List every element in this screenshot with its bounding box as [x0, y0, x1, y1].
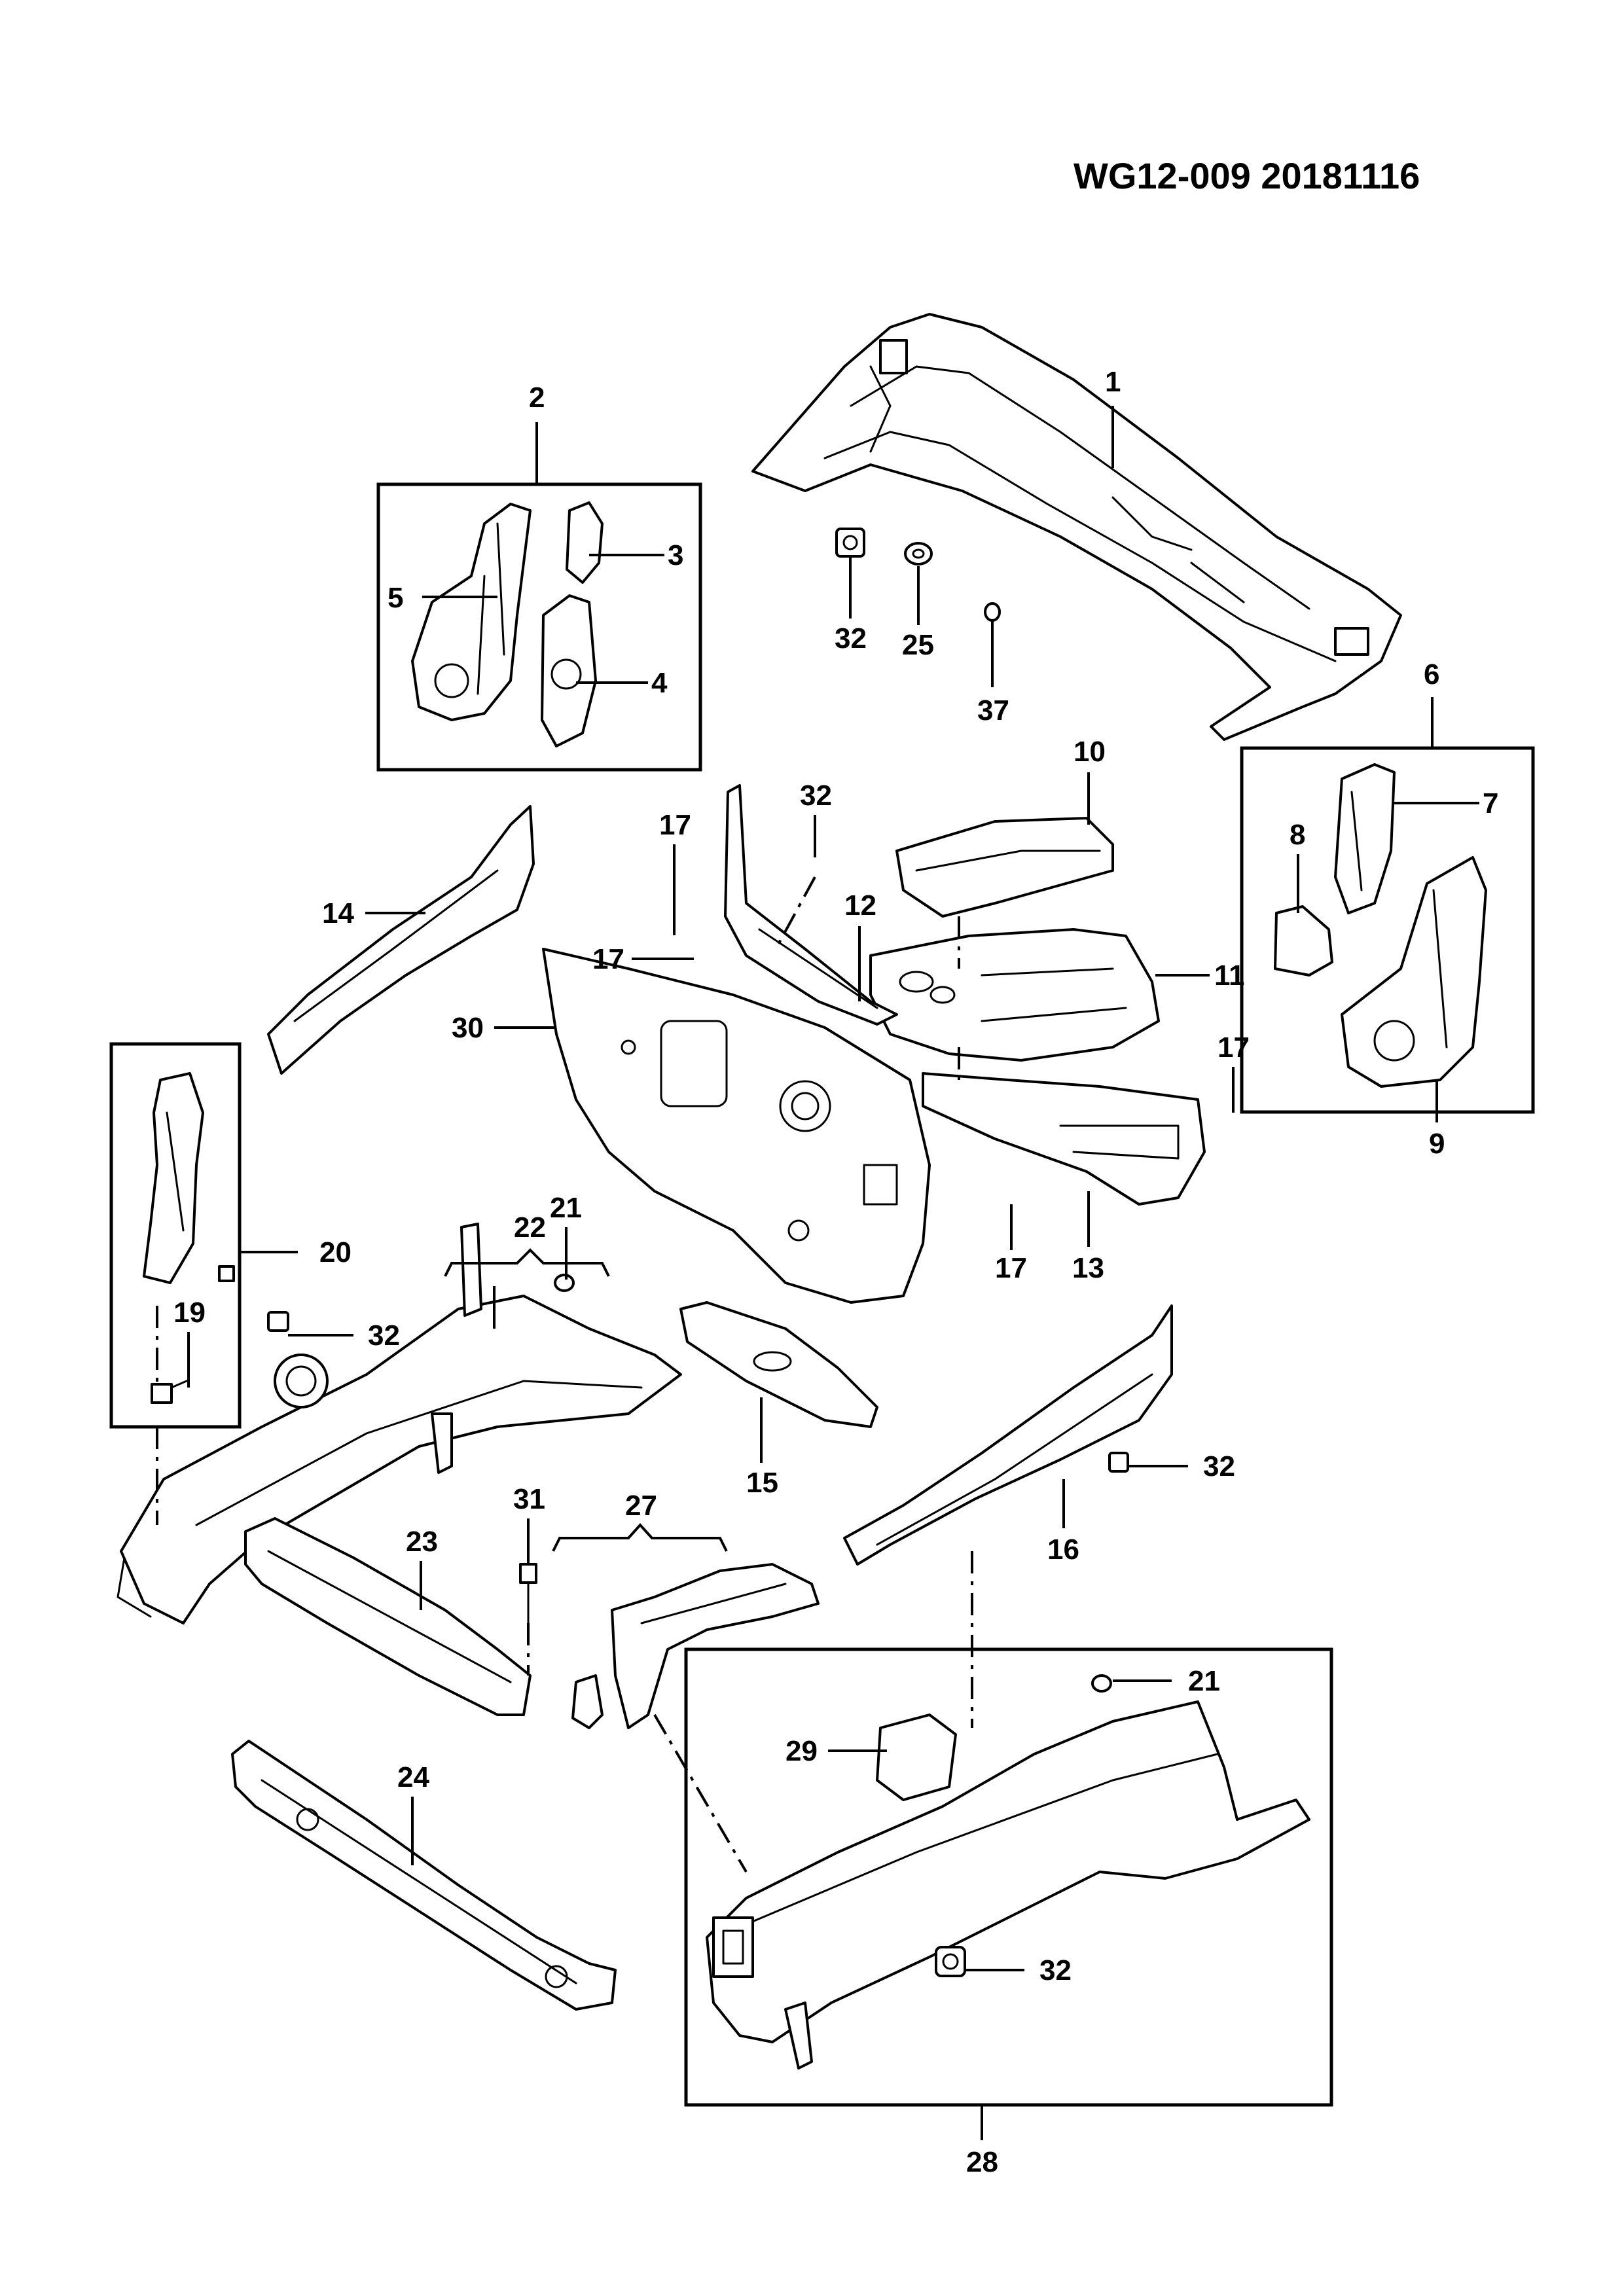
align-line-32-12 — [774, 876, 816, 950]
callout-28: 28 — [966, 2146, 998, 2178]
callout-20: 20 — [319, 1236, 352, 1268]
callout-22: 22 — [514, 1211, 546, 1244]
callout-14: 14 — [322, 897, 354, 929]
callout-32c: 32 — [368, 1319, 400, 1352]
part-10-cross-member — [895, 817, 1114, 918]
part-1-cowl-panel — [751, 313, 1402, 741]
part-19-clip — [151, 1265, 235, 1404]
part-24-lower-cross-member — [231, 1740, 617, 2011]
part-37-plug — [984, 602, 1001, 622]
callout-8: 8 — [1290, 819, 1305, 851]
callout-24: 24 — [397, 1761, 429, 1793]
part-3-bracket — [566, 501, 604, 584]
bracket-22 — [444, 1248, 610, 1277]
part-23-cross-member — [244, 1517, 532, 1716]
callout-15: 15 — [746, 1467, 778, 1499]
group-box-6 — [1240, 746, 1535, 1114]
part-30-dash-panel — [542, 948, 931, 1304]
callout-21b: 21 — [1188, 1665, 1220, 1697]
part-22-side-member-assembly — [117, 1223, 682, 1624]
part-20-bracket — [143, 1072, 204, 1284]
callout-31: 31 — [513, 1483, 545, 1515]
callout-16: 16 — [1047, 1534, 1079, 1566]
part-9-side-panel — [1341, 856, 1487, 1088]
callout-6: 6 — [1424, 658, 1439, 691]
group-box-28 — [684, 1647, 1333, 2107]
part-4-inner-panel — [541, 594, 597, 747]
callout-5: 5 — [388, 582, 403, 614]
part-13-rear-member — [922, 1072, 1206, 1206]
part-29-bracket — [876, 1713, 957, 1801]
diagram-code: WG12-009 20181116 — [1074, 155, 1420, 196]
callout-27: 27 — [625, 1490, 657, 1522]
part-15-reinforcement — [679, 1301, 878, 1428]
part-32-clip-box28 — [935, 1946, 966, 1977]
part-27-bracket-assembly — [571, 1563, 820, 1729]
part-32-clip-top — [835, 528, 865, 558]
part-7-pillar — [1334, 763, 1396, 914]
callout-32d: 32 — [1203, 1450, 1235, 1482]
callout-9: 9 — [1429, 1128, 1445, 1160]
part-28-side-member-right — [706, 1700, 1310, 2070]
part-21-nut-left — [554, 1274, 575, 1292]
callout-3: 3 — [668, 539, 683, 571]
callout-30: 30 — [452, 1012, 484, 1044]
part-25-grommet — [904, 542, 933, 565]
callout-32b: 32 — [800, 780, 832, 812]
group-box-2 — [376, 482, 702, 772]
callout-17d: 17 — [995, 1252, 1027, 1284]
callout-7: 7 — [1483, 787, 1498, 819]
part-31-bolt — [519, 1563, 537, 1624]
part-11-floor-panel — [869, 928, 1160, 1062]
callout-25: 25 — [902, 629, 934, 661]
callout-17b: 17 — [592, 943, 624, 975]
callout-11: 11 — [1214, 960, 1245, 992]
callout-10: 10 — [1074, 736, 1106, 768]
part-5-side-panel — [411, 503, 532, 721]
part-32-clip-left — [267, 1311, 289, 1332]
part-21-nut-right — [1091, 1674, 1112, 1693]
callout-17a: 17 — [659, 809, 691, 841]
callout-12: 12 — [844, 889, 876, 922]
callout-29: 29 — [785, 1735, 818, 1767]
callout-13: 13 — [1072, 1252, 1104, 1284]
callout-1: 1 — [1105, 366, 1121, 398]
callout-2: 2 — [529, 382, 545, 414]
callout-32e: 32 — [1039, 1954, 1072, 1986]
part-8-bracket — [1274, 905, 1333, 977]
group-box-20 — [109, 1042, 242, 1429]
callout-19: 19 — [173, 1297, 206, 1329]
part-32-clip-right — [1108, 1452, 1129, 1473]
callout-21a: 21 — [550, 1192, 582, 1224]
align-line-27-28 — [653, 1713, 748, 1873]
callout-23: 23 — [406, 1526, 438, 1558]
callout-4: 4 — [651, 667, 668, 699]
callout-32a: 32 — [835, 622, 867, 655]
callout-37: 37 — [977, 694, 1009, 726]
part-14-upper-rail — [267, 805, 535, 1075]
part-16-upper-rail-right — [843, 1304, 1173, 1566]
bracket-27 — [552, 1523, 728, 1552]
callout-17c: 17 — [1218, 1031, 1250, 1064]
